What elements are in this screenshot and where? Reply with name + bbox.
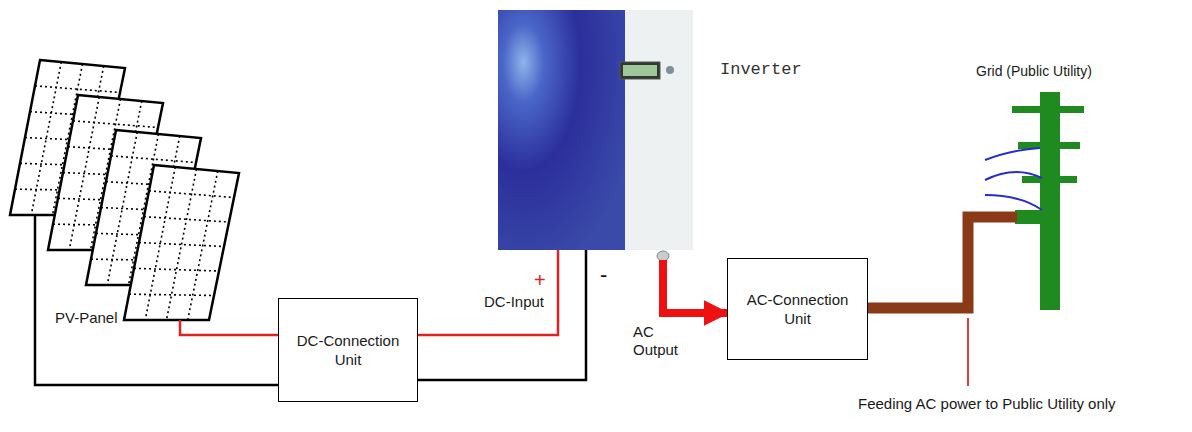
cell-grid [139,243,224,247]
cross-arm [1022,176,1077,183]
terminal-label: DC-Input [484,293,544,311]
cell-grid [129,294,214,295]
wire-connector [418,250,558,335]
wire-connector [35,215,278,385]
inverter-display-screen [623,65,657,76]
cell-grid [149,191,234,198]
grid-wire [985,195,1042,210]
utility-pole [1040,92,1060,310]
box-label: AC-Connection Unit [734,286,862,333]
note: Feeding AC power to Public Utility only [858,395,1116,413]
grid-wire [985,148,1040,160]
part-label: Grid (Public Utility) [976,62,1092,80]
cell-grid [134,268,219,271]
grid-wire [985,172,1042,180]
pv-panels [10,60,239,320]
cell-grid [167,169,197,320]
leader-line [967,318,969,386]
inverter-display [620,62,660,79]
connection-box: DC-Connection Unit [278,298,418,402]
wire-connector [418,250,586,380]
cross-arm [1018,142,1080,149]
part-label: Inverter [720,59,802,81]
wire-connector [868,217,1017,308]
cell-grid [35,86,120,93]
inverter-side [625,10,693,250]
ac-terminal [657,251,669,261]
inverter-front [498,10,625,250]
wire-connector [663,260,727,313]
cell-grid [73,121,158,128]
part-label: PV-Panel [55,308,118,328]
cross-arm [1012,106,1084,113]
connection-box: AC-Connection Unit [727,258,868,360]
cell-grid [144,217,229,222]
edge-label: AC Output [633,323,685,359]
box-label: DC-Connection Unit [284,327,412,374]
pv-module [124,165,239,320]
utility-grid: Grid (Public Utility) [970,62,1155,312]
polarity-sign: - [600,262,607,288]
inverter-button [666,66,674,74]
inverter: Inverter [498,10,693,250]
cell-grid [188,171,218,320]
cell-grid [111,156,196,163]
wire-connector [180,320,278,335]
pv-array: PV-Panel [10,55,268,325]
polarity-sign: + [534,268,546,292]
pole-bracket [1015,210,1043,224]
